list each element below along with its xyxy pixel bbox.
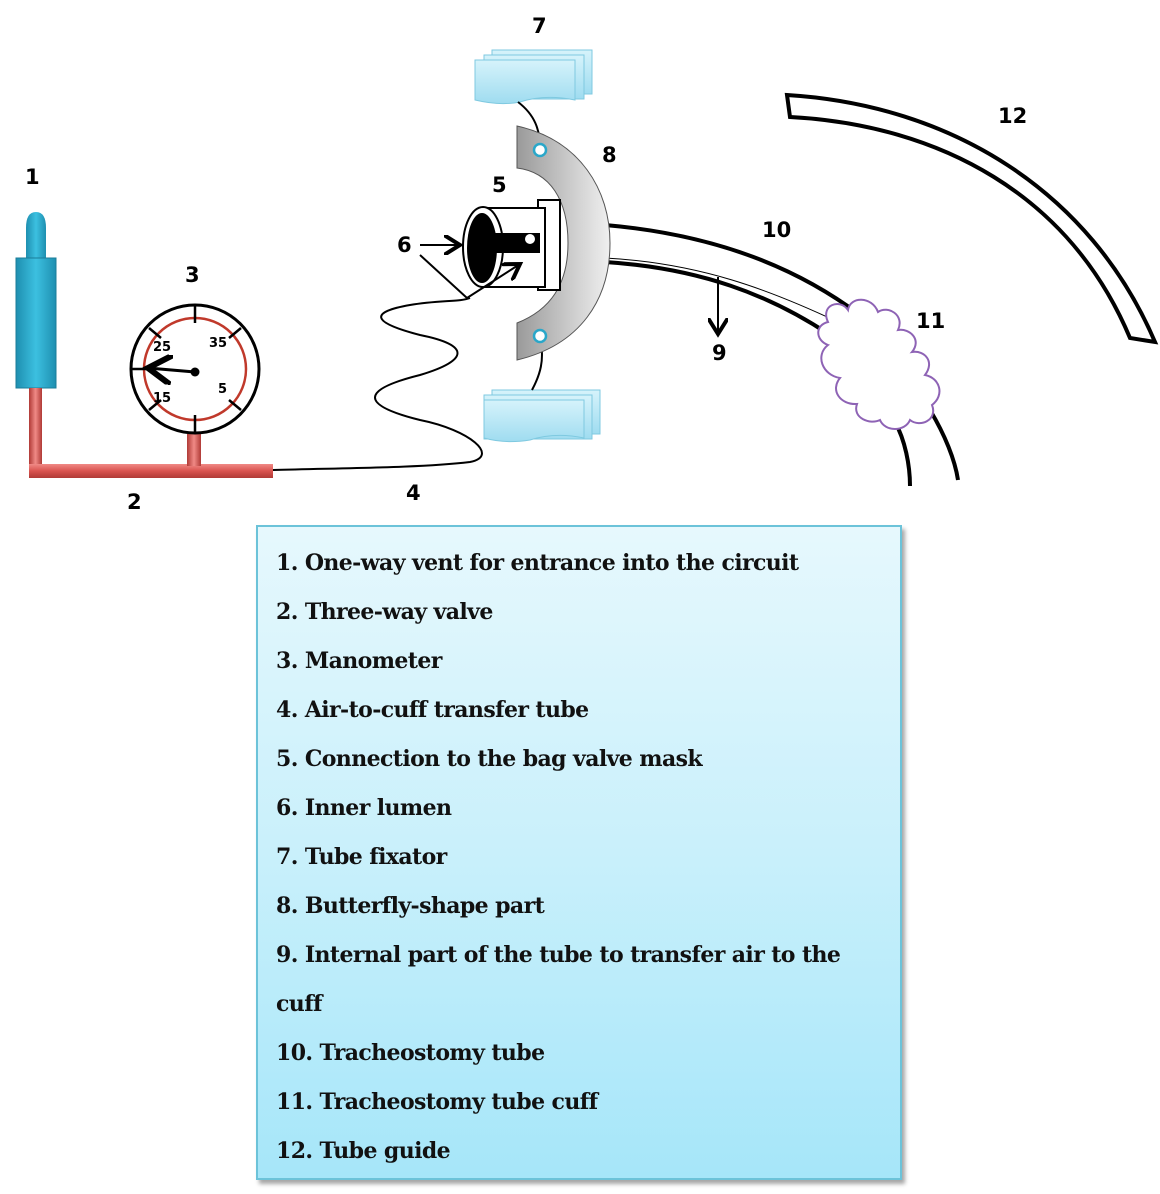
legend-item: 3. Manometer xyxy=(276,648,442,674)
callout-11: 11 xyxy=(916,309,945,333)
legend-box: 1. One-way vent for entrance into the ci… xyxy=(256,525,902,1180)
manometer: 25 35 15 5 xyxy=(129,303,261,435)
tracheostomy-circuit-diagram: 25 35 15 5 xyxy=(15,14,1159,514)
tracheostomy-tube xyxy=(604,223,960,487)
legend-item: 7. Tube fixator xyxy=(276,844,447,870)
dial-tick-15: 15 xyxy=(153,391,171,406)
tube-fixator-top xyxy=(474,49,593,149)
tube-guide xyxy=(784,92,1159,345)
legend-item: 12. Tube guide xyxy=(276,1138,451,1164)
legend-item: 8. Butterfly-shape part xyxy=(276,893,545,919)
air-to-cuff-transfer-tube xyxy=(272,297,483,471)
callout-5: 5 xyxy=(492,173,507,197)
dial-tick-35: 35 xyxy=(209,336,227,351)
callout-2: 2 xyxy=(127,490,142,514)
legend-list: 1. One-way vent for entrance into the ci… xyxy=(258,527,900,1176)
callout-7: 7 xyxy=(532,14,547,38)
tube-fixator-bottom xyxy=(483,337,601,443)
callout-9: 9 xyxy=(712,341,727,365)
callout-12: 12 xyxy=(998,104,1027,128)
legend-item: 5. Connection to the bag valve mask xyxy=(276,746,703,772)
legend-item: 9. Internal part of the tube to transfer… xyxy=(276,942,841,1017)
butterfly-shape-part xyxy=(516,125,611,361)
legend-item: 2. Three-way valve xyxy=(276,599,493,625)
callout-1: 1 xyxy=(25,165,40,189)
three-way-valve xyxy=(29,388,273,478)
legend-item: 1. One-way vent for entrance into the ci… xyxy=(276,550,799,576)
one-way-vent xyxy=(15,212,57,389)
callout-4: 4 xyxy=(406,481,421,505)
callout-10: 10 xyxy=(762,218,791,242)
legend-item: 6. Inner lumen xyxy=(276,795,452,821)
dial-tick-5: 5 xyxy=(218,382,227,397)
tracheostomy-tube-cuff xyxy=(817,298,941,430)
callout-3: 3 xyxy=(185,263,200,287)
bag-valve-mask-connector xyxy=(462,199,561,291)
legend-item: 11. Tracheostomy tube cuff xyxy=(276,1089,598,1115)
legend-item: 10. Tracheostomy tube xyxy=(276,1040,545,1066)
callout-8: 8 xyxy=(602,143,617,167)
dial-tick-25: 25 xyxy=(153,340,171,355)
callout-6: 6 xyxy=(397,233,412,257)
inner-lumen-arrows xyxy=(419,245,520,300)
legend-item: 4. Air-to-cuff transfer tube xyxy=(276,697,589,723)
